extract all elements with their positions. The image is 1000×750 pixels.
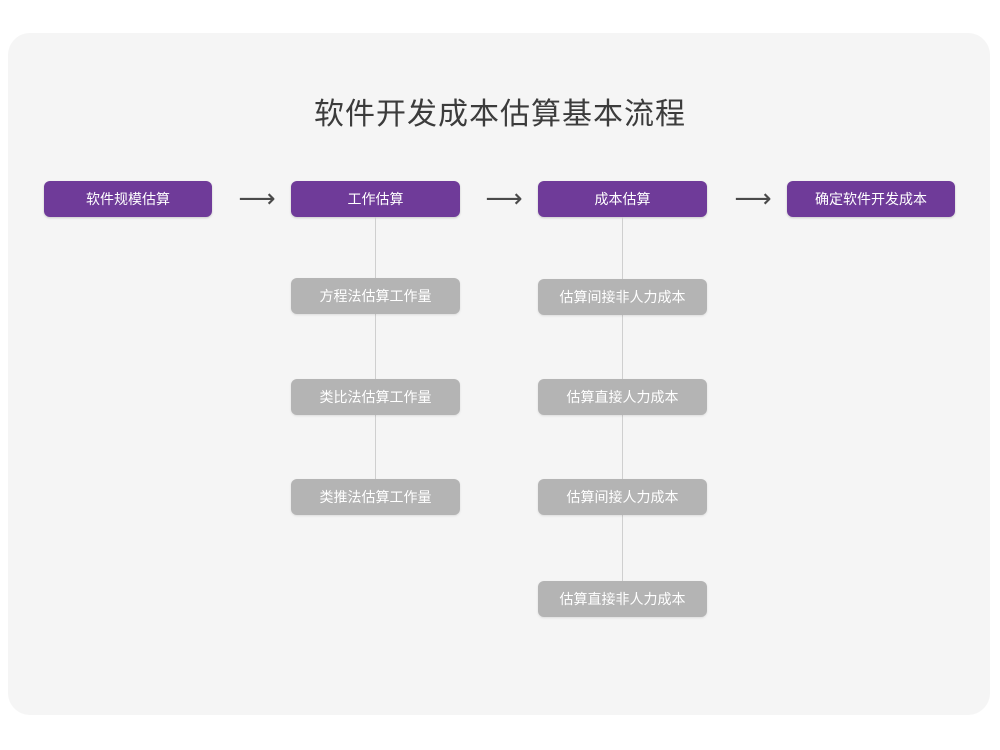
- content-card: [8, 33, 990, 715]
- stage-box-cost-estimation[interactable]: 成本估算: [538, 181, 707, 217]
- sub-node-indirect-nonlabor-cost[interactable]: 估算间接非人力成本: [538, 279, 707, 315]
- sub-node-direct-labor-cost[interactable]: 估算直接人力成本: [538, 379, 707, 415]
- page-title: 软件开发成本估算基本流程: [314, 98, 686, 131]
- flow-arrow-icon-3: ⟶: [734, 184, 772, 214]
- sub-node-direct-nonlabor-cost[interactable]: 估算直接非人力成本: [538, 581, 707, 617]
- stage-box-effort-estimation[interactable]: 工作估算: [291, 181, 460, 217]
- flow-arrow-icon-1: ⟶: [238, 184, 276, 214]
- stage-box-determine-development-cost[interactable]: 确定软件开发成本: [787, 181, 955, 217]
- stage-box-software-scale-estimation[interactable]: 软件规模估算: [44, 181, 212, 217]
- flow-arrow-icon-2: ⟶: [485, 184, 523, 214]
- sub-node-effort-equation-method[interactable]: 方程法估算工作量: [291, 278, 460, 314]
- sub-node-effort-inference-method[interactable]: 类推法估算工作量: [291, 479, 460, 515]
- connector-line-effort-branch: [375, 217, 376, 497]
- sub-node-indirect-labor-cost[interactable]: 估算间接人力成本: [538, 479, 707, 515]
- sub-node-effort-analogy-method[interactable]: 类比法估算工作量: [291, 379, 460, 415]
